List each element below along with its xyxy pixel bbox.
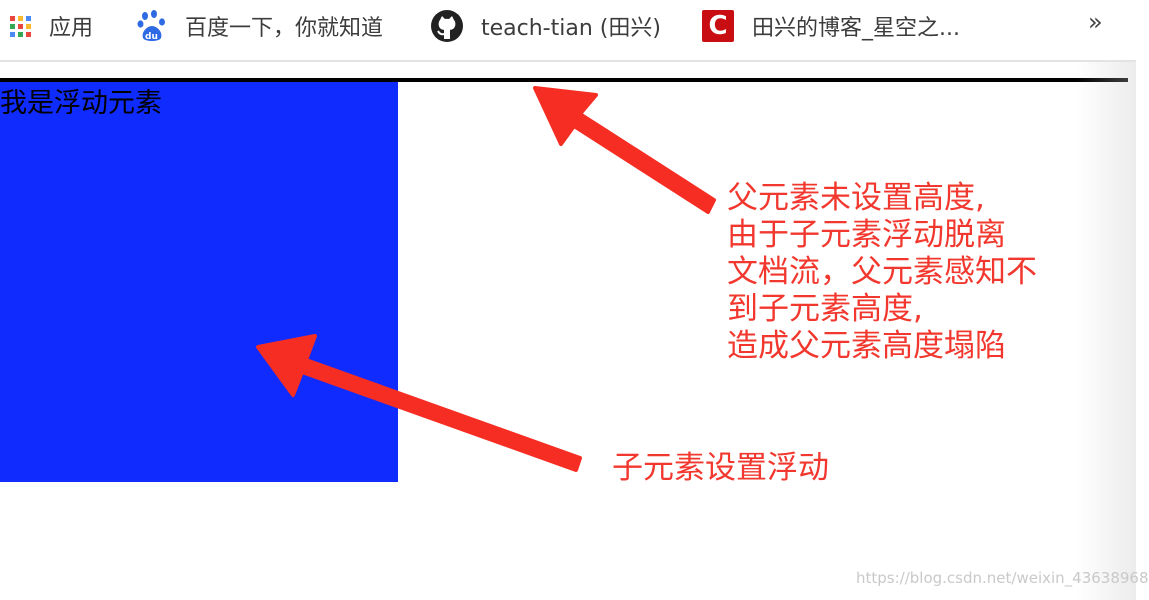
float-element-box — [0, 82, 398, 482]
github-icon — [431, 10, 463, 42]
annotation-line: 到子元素高度, — [727, 291, 923, 327]
bookmarks-overflow-button[interactable]: » — [1088, 8, 1103, 36]
float-element-text: 我是浮动元素 — [0, 88, 162, 119]
bookmarks-bar: 应用 du 百度一下，你就知道 — [0, 0, 1136, 62]
watermark: https://blog.csdn.net/weixin_43638968 — [856, 569, 1149, 587]
scroll-shadow — [1076, 62, 1136, 600]
annotation-line: 由于子元素浮动脱离 — [727, 217, 1006, 253]
bookmark-baidu-label: 百度一下，你就知道 — [185, 16, 384, 41]
bookmark-github-label: teach-tian (田兴) — [481, 16, 661, 41]
annotation-child-float: 子元素设置浮动 — [612, 450, 829, 486]
arrow-to-parent-border — [533, 86, 716, 214]
bookmark-csdn-label: 田兴的博客_星空之... — [752, 16, 960, 41]
svg-text:du: du — [145, 32, 158, 42]
bookmark-baidu[interactable]: du 百度一下，你就知道 — [137, 6, 383, 46]
annotation-parent-collapse: 父元素未设置高度, 由于子元素浮动脱离 文档流，父元素感知不 到子元素高度, 造… — [727, 180, 1107, 365]
annotation-line: 父元素未设置高度, — [727, 180, 985, 216]
bookmark-apps-label: 应用 — [49, 16, 94, 41]
csdn-icon: C — [702, 10, 734, 42]
baidu-paw-icon: du — [137, 10, 167, 42]
annotation-line: 文档流，父元素感知不 — [727, 254, 1037, 290]
annotation-line: 造成父元素高度塌陷 — [727, 328, 1006, 364]
bookmark-github[interactable]: teach-tian (田兴) — [431, 6, 661, 46]
bookmark-csdn[interactable]: C 田兴的博客_星空之... — [702, 6, 960, 46]
parent-element-border — [0, 78, 1128, 82]
bookmark-apps[interactable]: 应用 — [10, 6, 93, 46]
apps-grid-icon — [10, 15, 31, 37]
